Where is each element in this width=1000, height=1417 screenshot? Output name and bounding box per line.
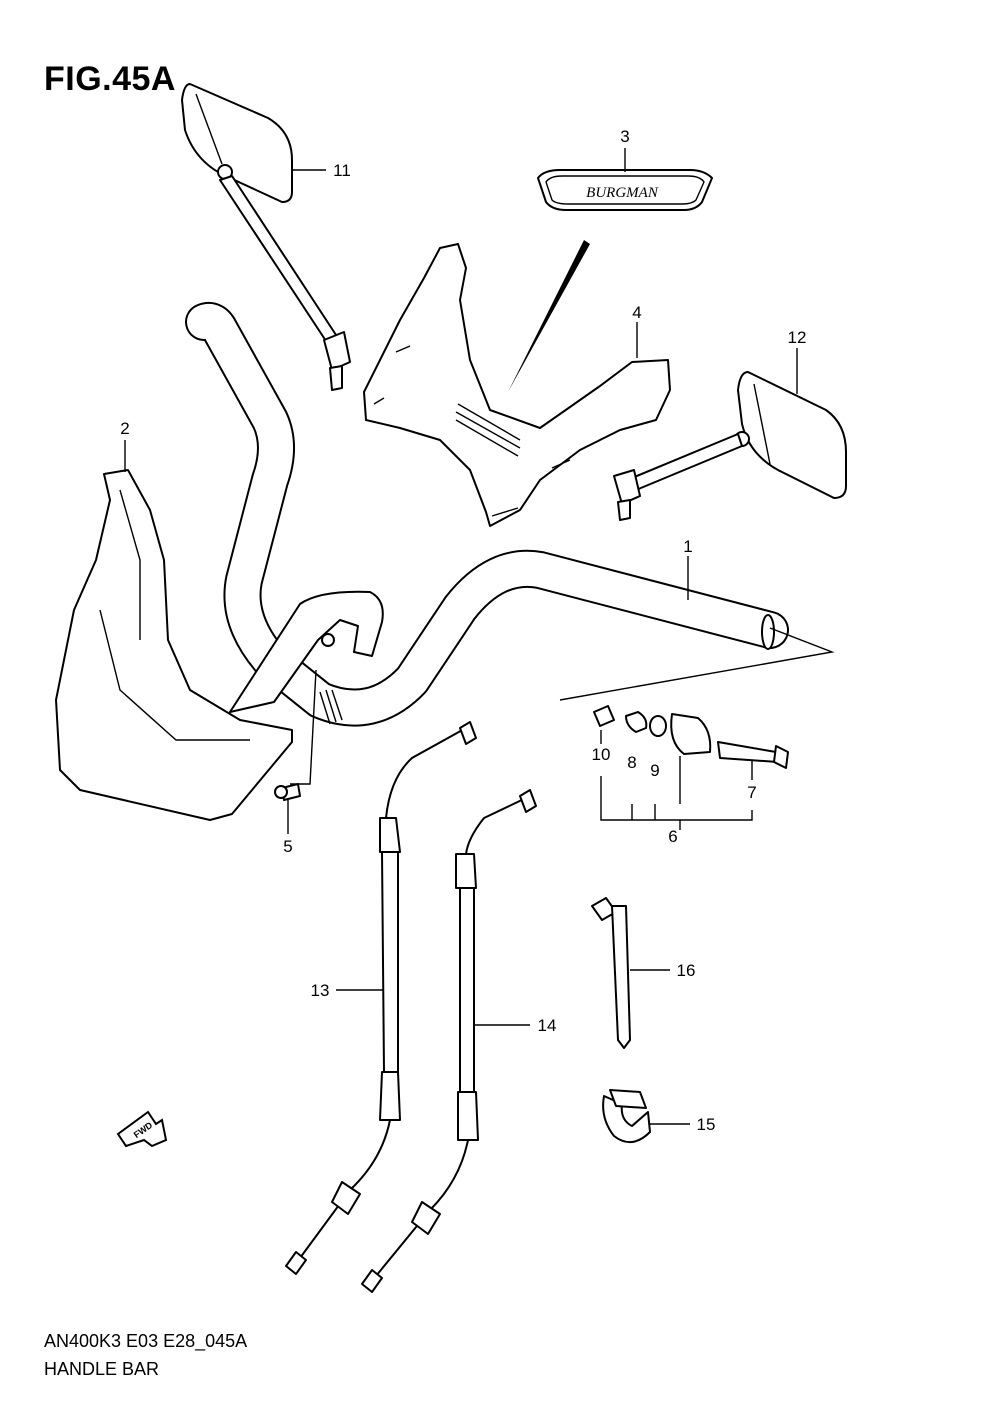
callout-label: 4 (632, 303, 641, 322)
callout-label: 9 (650, 761, 659, 780)
clamp-15 (602, 1089, 651, 1143)
left-mirror (181, 83, 351, 391)
throttle-cable-14 (361, 789, 537, 1293)
callout-label: 2 (120, 419, 129, 438)
diagram-code: AN400K3 E03 E28_045A (44, 1331, 248, 1351)
callout-label: 13 (311, 981, 330, 1000)
callout-labels: 1 2 3 4 5 6 7 8 9 10 11 12 13 14 15 16 (120, 127, 806, 1134)
callout-label: 11 (333, 161, 351, 180)
burgman-emblem: BURGMAN (537, 169, 713, 211)
handlebar-guard (55, 469, 293, 821)
callout-label: 5 (283, 837, 292, 856)
wrench-16 (591, 897, 631, 1049)
forward-arrow-icon: FWD (116, 1110, 168, 1148)
handlebar-holder (229, 590, 384, 713)
callout-label: 15 (697, 1115, 716, 1134)
front-cover (363, 243, 671, 527)
right-mirror (613, 371, 847, 521)
diagram-name: HANDLE BAR (44, 1359, 160, 1379)
callout-label: 3 (620, 127, 629, 146)
handlebar (185, 302, 789, 727)
figure-title: FIG.45A (44, 60, 176, 98)
throttle-cable-13 (285, 721, 477, 1275)
callout-label: 16 (677, 961, 696, 980)
callout-label: 12 (788, 328, 807, 347)
callout-label: 1 (683, 537, 692, 556)
screw-5 (274, 783, 301, 801)
emblem-text: BURGMAN (586, 185, 659, 201)
bar-end-assembly (593, 705, 789, 769)
callout-label: 10 (592, 745, 611, 764)
callout-label: 14 (538, 1016, 557, 1035)
callout-label: 7 (747, 783, 756, 802)
leader-lines (124, 148, 835, 1125)
callout-label: 6 (668, 827, 677, 846)
callout-label: 8 (627, 753, 636, 772)
emblem-arrow (508, 240, 590, 392)
